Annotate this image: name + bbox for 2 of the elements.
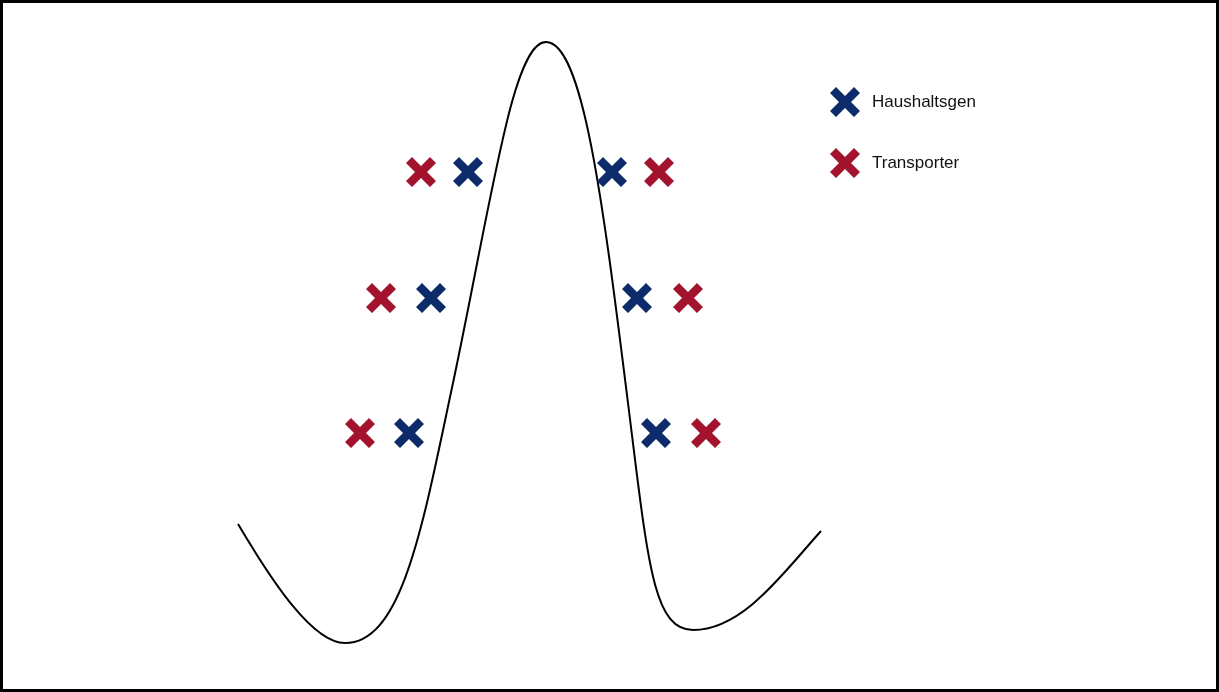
legend-label: Transporter <box>872 153 960 173</box>
legend-label: Haushaltsgen <box>872 92 976 112</box>
